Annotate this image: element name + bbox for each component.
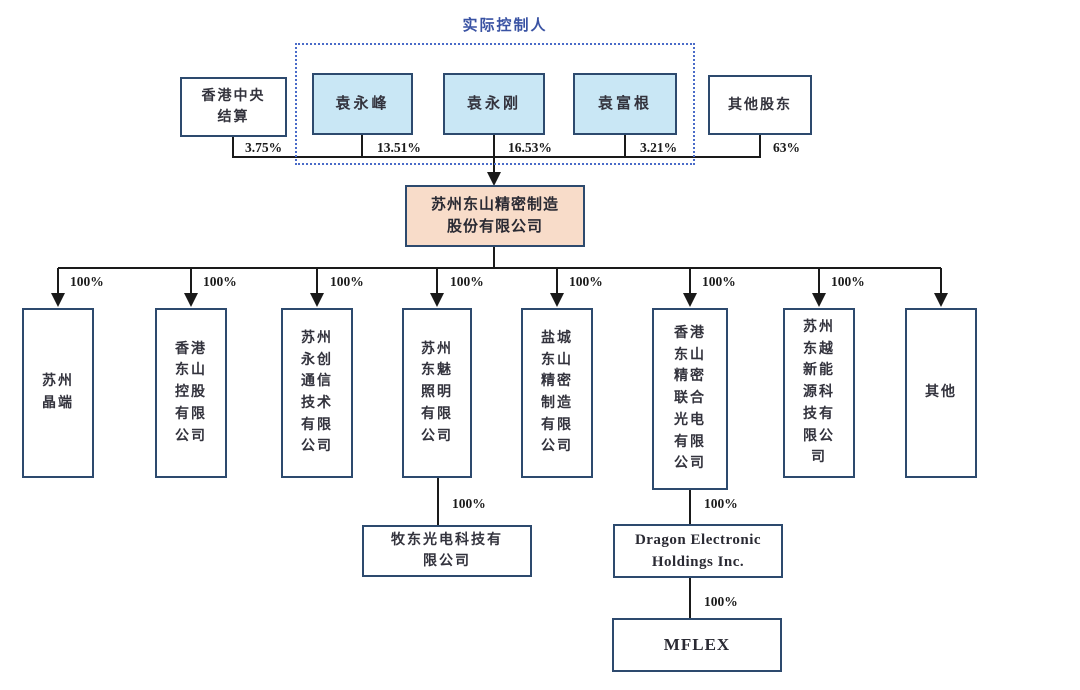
ownership-pct: 100% [70,274,104,289]
node-suzhou-dongmei-lighting: 苏州 东魅 照明 有限 公司 [402,308,472,478]
node-dragon-electronic-holdings: Dragon Electronic Holdings Inc. [613,524,783,578]
node-yuan-yonggang: 袁永刚 [443,73,545,135]
node-label: 其他 [925,385,957,401]
ownership-pct: 100% [450,274,484,289]
node-label: 苏州东山精密制造 股份有限公司 [430,196,559,236]
node-mflex: MFLEX [612,618,782,672]
node-label: 苏州 永创 通信 技术 有限 公司 [301,330,333,455]
node-label: 苏州 东越 新能 源科 技有 限公 司 [803,320,835,466]
node-label: 香港 东山 控股 有限 公司 [175,341,207,444]
node-mutto-optronics: 牧东光电科技有 限公司 [362,525,532,577]
ownership-pct-mutto: 100% [452,496,486,511]
node-label: 香港中央 结算 [201,89,266,125]
node-hk-dongshan-holdings: 香港 东山 控股 有限 公司 [155,308,227,478]
node-label: 苏州 东魅 照明 有限 公司 [421,341,453,444]
node-suzhou-dongyue-energy: 苏州 东越 新能 源科 技有 限公 司 [783,308,855,478]
node-suzhou-yongchuang: 苏州 永创 通信 技术 有限 公司 [281,308,353,478]
ownership-pct-yuan-fugen: 3.21% [640,140,678,155]
node-yuan-fugen: 袁富根 [573,73,677,135]
node-label: 盐城 东山 精密 制造 有限 公司 [541,330,573,455]
actual-controller-title: 实际控制人 [462,18,548,34]
ownership-pct-yuan-yonggang: 16.53% [508,140,552,155]
ownership-pct: 100% [702,274,736,289]
node-label: 袁永刚 [466,95,521,112]
node-label: 其他股东 [728,97,792,113]
ownership-pct: 100% [203,274,237,289]
node-other-shareholders: 其他股东 [708,75,812,135]
ownership-pct-dragon: 100% [704,496,738,511]
node-others: 其他 [905,308,977,478]
node-label: 牧东光电科技有 限公司 [391,533,503,569]
ownership-pct: 100% [330,274,364,289]
node-parent-company: 苏州东山精密制造 股份有限公司 [405,185,585,247]
node-hk-dsbj-united-optoelectronics: 香港 东山 精密 联合 光电 有限 公司 [652,308,728,490]
node-label: 苏州 晶端 [42,374,74,411]
ownership-pct-other-shareholders: 63% [773,140,800,155]
ownership-pct: 100% [831,274,865,289]
controller-group-border [295,43,695,165]
node-label: 香港 东山 精密 联合 光电 有限 公司 [674,326,706,472]
node-label: 袁富根 [597,95,652,112]
ownership-pct-yuan-yongfeng: 13.51% [377,140,421,155]
node-yuan-yongfeng: 袁永峰 [312,73,413,135]
node-label: MFLEX [663,635,731,655]
node-yancheng-dongshan: 盐城 东山 精密 制造 有限 公司 [521,308,593,478]
node-hk-central-clearing: 香港中央 结算 [180,77,287,137]
node-suzhou-jingduan: 苏州 晶端 [22,308,94,478]
node-label: Dragon Electronic Holdings Inc. [634,531,762,571]
ownership-pct-hk-clearing: 3.75% [245,140,283,155]
node-label: 袁永峰 [335,95,390,112]
ownership-pct-mflex: 100% [704,594,738,609]
ownership-pct: 100% [569,274,603,289]
